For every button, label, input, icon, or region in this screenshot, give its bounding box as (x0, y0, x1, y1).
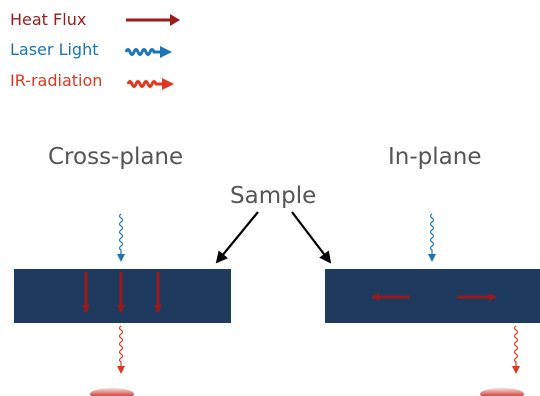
legend-laser-light-label: Laser Light (10, 40, 99, 59)
cross-plane-detector (90, 388, 134, 396)
in-plane-ir-wave (512, 325, 520, 374)
in-plane-detector (480, 388, 524, 396)
legend-ir-radiation-label: IR-radiation (10, 71, 102, 90)
cross-plane-ir-wave (117, 325, 125, 374)
ir-wave-arrow-icon (126, 78, 174, 90)
sample-pointer-right-arrow (291, 211, 332, 264)
legend: Heat Flux Laser Light IR-radiation (10, 10, 180, 90)
sample-pointer-left-arrow (215, 211, 259, 264)
in-plane-title: In-plane (388, 144, 481, 170)
laser-wave-arrow-icon (124, 46, 172, 58)
cross-plane-laser-wave (117, 213, 125, 262)
sample-label: Sample (230, 183, 316, 209)
heat-flux-arrow-icon (126, 14, 180, 26)
cross-plane-title: Cross-plane (48, 144, 183, 170)
in-plane-sample (325, 269, 540, 323)
in-plane-laser-wave (428, 213, 436, 262)
legend-heat-flux-label: Heat Flux (10, 10, 86, 29)
cross-plane-heat-flux-arrows (82, 272, 162, 313)
